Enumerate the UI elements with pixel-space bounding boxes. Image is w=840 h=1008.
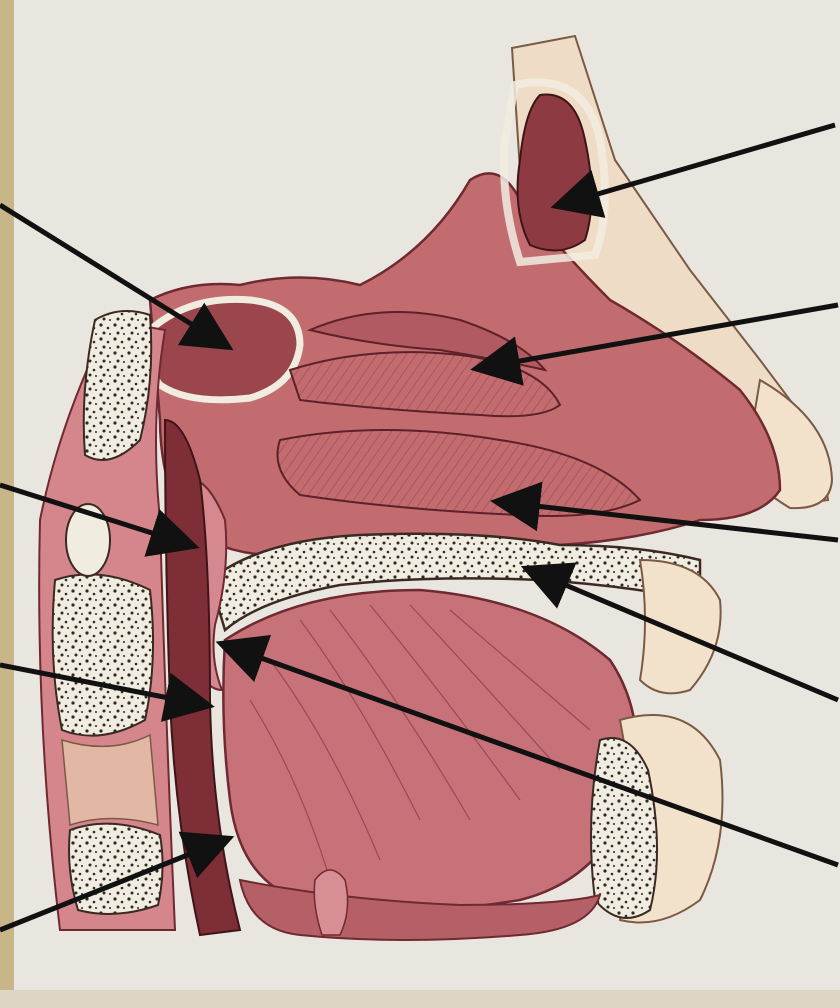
tongue bbox=[223, 590, 636, 910]
sphenoid-sinus bbox=[147, 299, 300, 399]
intervertebral-disc bbox=[62, 735, 158, 825]
hyoid-region bbox=[314, 870, 347, 935]
vertebra-c2 bbox=[53, 574, 153, 735]
left-border-strip bbox=[0, 0, 14, 1008]
vertebra-c1 bbox=[84, 311, 152, 460]
bottom-border-strip bbox=[0, 990, 840, 1008]
